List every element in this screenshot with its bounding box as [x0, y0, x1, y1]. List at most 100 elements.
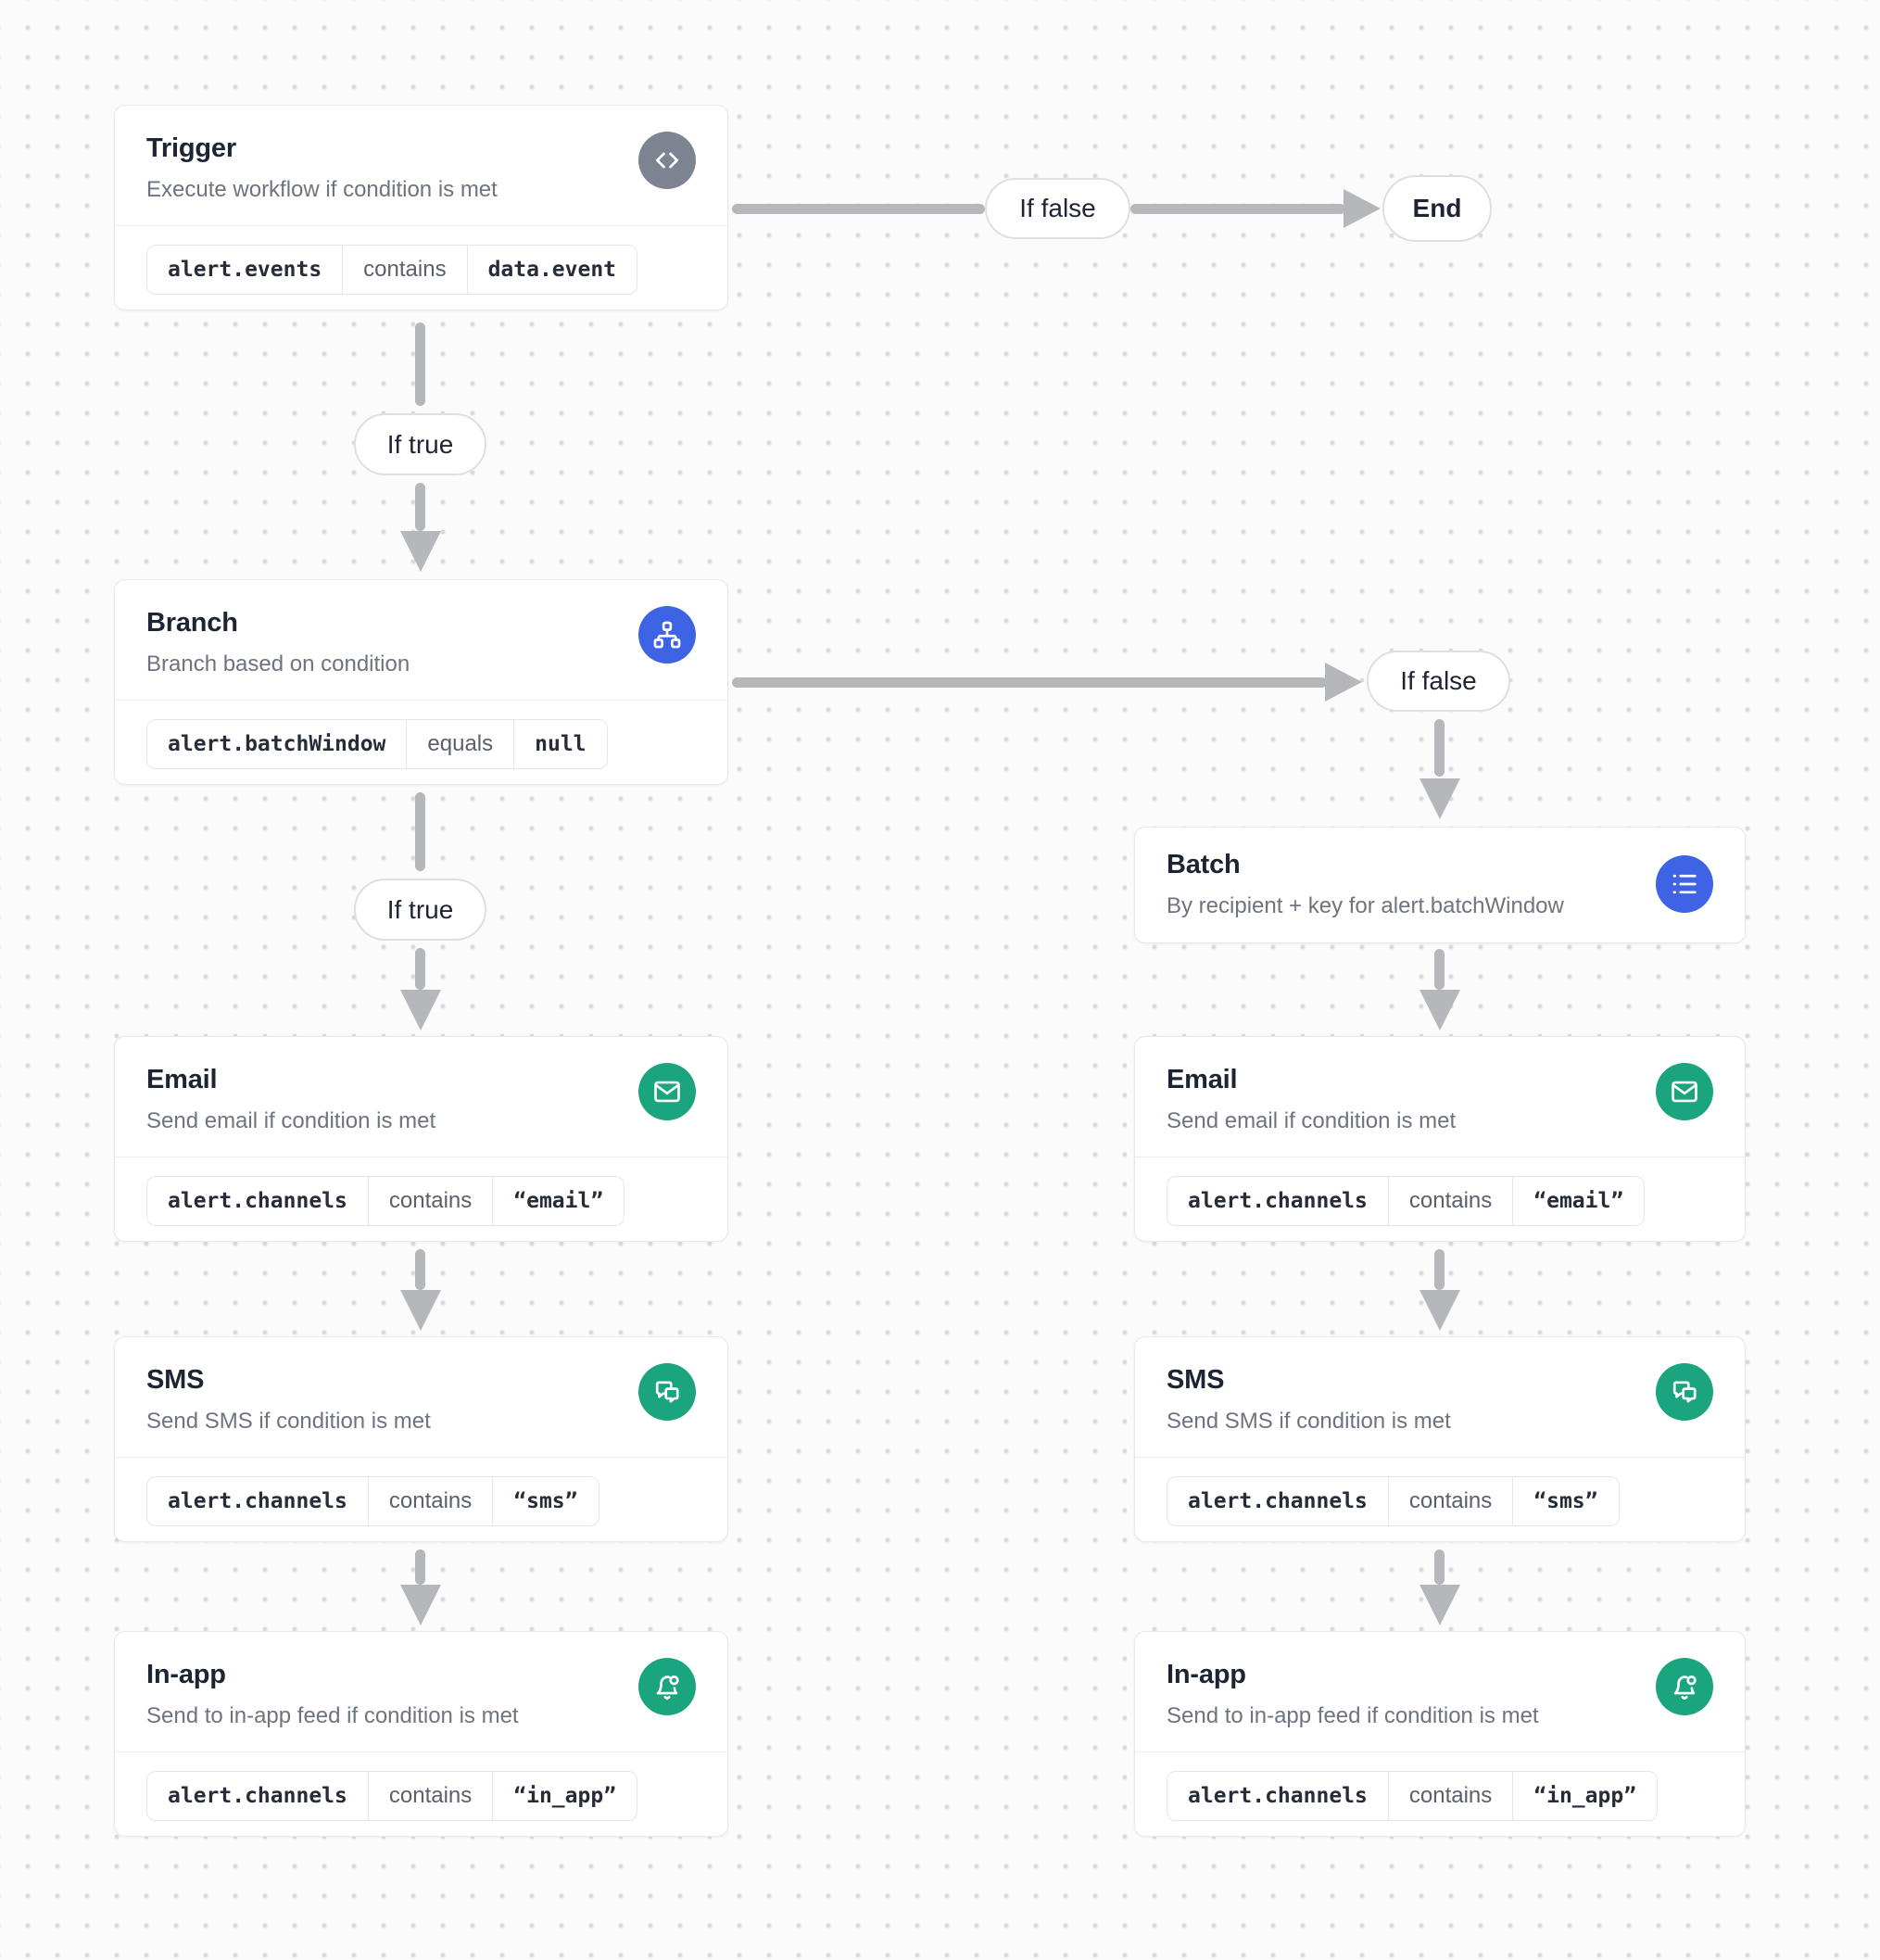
node-branch-body: alert.batchWindow equals null	[115, 700, 727, 769]
node-sms-body: alert.channels contains “sms”	[115, 1457, 727, 1526]
arrowhead-right-icon	[1344, 189, 1381, 228]
condition-field: alert.events	[168, 258, 322, 282]
node-inapp-left[interactable]: In-app Send to in-app feed if condition …	[114, 1631, 728, 1837]
node-sms-right[interactable]: SMS Send SMS if condition is met alert.c…	[1134, 1336, 1746, 1542]
node-batch[interactable]: Batch By recipient + key for alert.batch…	[1134, 827, 1746, 943]
node-inapp-body: alert.channels contains “in_app”	[1135, 1751, 1745, 1821]
condition-field: alert.channels	[168, 1489, 347, 1513]
condition-chip: alert.events contains data.event	[146, 245, 638, 295]
chat-icon	[638, 1363, 696, 1421]
condition-operator: contains	[1387, 1772, 1514, 1820]
node-subtitle: Send to in-app feed if condition is met	[1167, 1703, 1539, 1728]
node-sms-body: alert.channels contains “sms”	[1135, 1457, 1745, 1526]
arrowhead-down-icon	[400, 531, 441, 572]
condition-value: “email”	[1533, 1189, 1624, 1213]
edge-if-false-to-end	[1130, 204, 1345, 214]
node-title: SMS	[146, 1365, 205, 1395]
list-icon	[1656, 855, 1713, 913]
edge-label-if-false-right: If false	[1367, 651, 1510, 712]
node-inapp-right[interactable]: In-app Send to in-app feed if condition …	[1134, 1631, 1746, 1837]
condition-value: data.event	[487, 258, 617, 282]
arrowhead-down-icon	[1419, 1585, 1460, 1625]
condition-value: “in_app”	[513, 1784, 617, 1808]
condition-chip: alert.channels contains “in_app”	[1167, 1771, 1659, 1821]
condition-chip: alert.channels contains “email”	[146, 1176, 625, 1226]
condition-value: null	[535, 732, 587, 756]
node-email-body: alert.channels contains “email”	[115, 1157, 727, 1226]
chat-icon	[1656, 1363, 1713, 1421]
node-inapp-body: alert.channels contains “in_app”	[115, 1751, 727, 1821]
edge-batch-to-email-right	[1434, 949, 1445, 990]
condition-field: alert.channels	[168, 1189, 347, 1213]
arrowhead-down-icon	[400, 1290, 441, 1331]
node-email-right[interactable]: Email Send email if condition is met ale…	[1134, 1036, 1746, 1242]
condition-operator: contains	[1387, 1477, 1514, 1525]
node-subtitle: Send to in-app feed if condition is met	[146, 1703, 519, 1728]
condition-field: alert.batchWindow	[168, 732, 386, 756]
node-branch[interactable]: Branch Branch based on condition alert.b…	[114, 579, 728, 785]
edge-trigger-to-if-true	[415, 322, 425, 406]
node-subtitle: Branch based on condition	[146, 651, 410, 677]
condition-operator: contains	[342, 246, 468, 294]
node-email-body: alert.channels contains “email”	[1135, 1157, 1745, 1226]
edge-label-if-false-top: If false	[985, 178, 1130, 239]
edge-branch-to-if-false	[732, 677, 1327, 688]
node-title: SMS	[1167, 1365, 1225, 1395]
edge-sms-to-inapp-left	[415, 1549, 425, 1585]
edge-label-if-true-2: If true	[354, 879, 486, 941]
condition-operator: contains	[1387, 1177, 1514, 1225]
node-trigger-header: Trigger Execute workflow if condition is…	[115, 106, 727, 225]
arrowhead-down-icon	[1419, 990, 1460, 1031]
node-sms-left[interactable]: SMS Send SMS if condition is met alert.c…	[114, 1336, 728, 1542]
node-subtitle: Send email if condition is met	[1167, 1108, 1457, 1133]
condition-value: “in_app”	[1533, 1784, 1637, 1808]
edge-if-true-to-branch	[415, 483, 425, 531]
mail-icon	[638, 1063, 696, 1120]
node-inapp-header: In-app Send to in-app feed if condition …	[1135, 1632, 1745, 1751]
end-node: End	[1382, 175, 1492, 242]
edge-email-to-sms-left	[415, 1249, 425, 1290]
node-title: Email	[146, 1065, 218, 1094]
node-inapp-header: In-app Send to in-app feed if condition …	[115, 1632, 727, 1751]
node-subtitle: Send email if condition is met	[146, 1108, 436, 1133]
condition-chip: alert.channels contains “email”	[1167, 1176, 1646, 1226]
condition-value: “sms”	[513, 1489, 578, 1513]
arrowhead-right-icon	[1325, 663, 1362, 702]
condition-chip: alert.channels contains “sms”	[1167, 1476, 1620, 1526]
mail-icon	[1656, 1063, 1713, 1120]
edge-email-to-sms-right	[1434, 1249, 1445, 1290]
node-sms-header: SMS Send SMS if condition is met	[115, 1337, 727, 1457]
node-email-header: Email Send email if condition is met	[115, 1037, 727, 1157]
node-batch-header: Batch By recipient + key for alert.batch…	[1135, 828, 1745, 942]
edge-label-if-true-1: If true	[354, 413, 486, 475]
condition-chip: alert.batchWindow equals null	[146, 719, 608, 769]
node-subtitle: Send SMS if condition is met	[146, 1409, 431, 1434]
node-branch-header: Branch Branch based on condition	[115, 580, 727, 700]
node-title: In-app	[146, 1660, 226, 1689]
condition-field: alert.channels	[1188, 1489, 1368, 1513]
node-trigger[interactable]: Trigger Execute workflow if condition is…	[114, 105, 728, 310]
node-email-left[interactable]: Email Send email if condition is met ale…	[114, 1036, 728, 1242]
condition-operator: equals	[406, 720, 515, 768]
edge-if-false-to-batch	[1434, 719, 1445, 777]
condition-operator: contains	[367, 1477, 494, 1525]
node-subtitle: Send SMS if condition is met	[1167, 1409, 1451, 1434]
condition-chip: alert.channels contains “sms”	[146, 1476, 599, 1526]
condition-field: alert.channels	[1188, 1784, 1368, 1808]
node-subtitle: By recipient + key for alert.batchWindow	[1167, 893, 1564, 918]
code-icon	[638, 132, 696, 189]
condition-operator: contains	[367, 1772, 494, 1820]
bell-icon	[638, 1658, 696, 1715]
node-email-header: Email Send email if condition is met	[1135, 1037, 1745, 1157]
node-title: Email	[1167, 1065, 1238, 1094]
branch-icon	[638, 606, 696, 664]
node-subtitle: Execute workflow if condition is met	[146, 177, 498, 202]
edge-sms-to-inapp-right	[1434, 1549, 1445, 1585]
node-sms-header: SMS Send SMS if condition is met	[1135, 1337, 1745, 1457]
arrowhead-down-icon	[400, 990, 441, 1031]
arrowhead-down-icon	[1419, 1290, 1460, 1331]
condition-value: “email”	[513, 1189, 604, 1213]
arrowhead-down-icon	[400, 1585, 441, 1625]
node-trigger-body: alert.events contains data.event	[115, 225, 727, 295]
